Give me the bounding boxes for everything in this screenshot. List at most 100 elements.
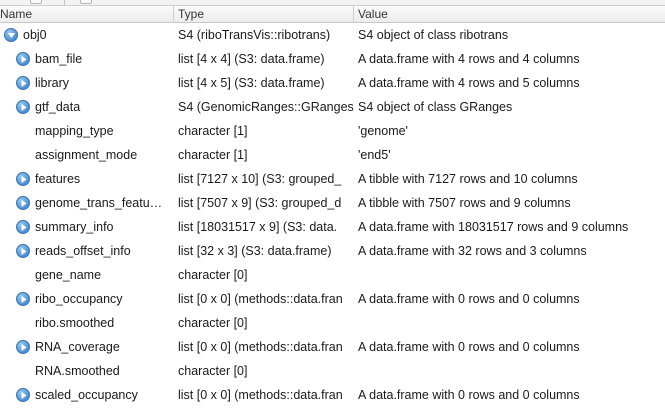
- name-cell: ribo_occupancy: [0, 287, 174, 311]
- name-cell: obj0: [0, 23, 174, 47]
- name-cell: mapping_type: [0, 119, 174, 143]
- type-cell: list [4 x 5] (S3: data.frame): [178, 76, 325, 90]
- type-cell: list [18031517 x 9] (S3: data.: [178, 220, 338, 234]
- value-cell: 'genome': [358, 124, 408, 138]
- type-cell: character [1]: [178, 148, 248, 162]
- object-name: assignment_mode: [35, 148, 138, 162]
- tree-row[interactable]: genome_trans_featu… list [7507 x 9] (S3: …: [0, 191, 665, 215]
- name-cell: features: [0, 167, 174, 191]
- type-cell: list [0 x 0] (methods::data.fran: [178, 292, 343, 306]
- object-name: RNA.smoothed: [35, 364, 120, 378]
- toolbar-button[interactable]: [80, 0, 92, 4]
- tree-row[interactable]: library list [4 x 5] (S3: data.frame) A da…: [0, 71, 665, 95]
- tree-row[interactable]: bam_file list [4 x 4] (S3: data.frame) A d…: [0, 47, 665, 71]
- collapsed-arrow-icon[interactable]: [16, 196, 30, 210]
- expanded-arrow-icon[interactable]: [4, 28, 18, 42]
- collapsed-arrow-icon[interactable]: [16, 100, 30, 114]
- value-cell: A data.frame with 0 rows and 0 columns: [358, 388, 580, 402]
- name-cell: library: [0, 71, 174, 95]
- collapsed-arrow-icon[interactable]: [16, 220, 30, 234]
- object-name: mapping_type: [35, 124, 114, 138]
- column-header-type[interactable]: Type: [174, 6, 354, 23]
- toolbar-button[interactable]: [30, 0, 42, 4]
- object-name: obj0: [23, 28, 47, 42]
- name-cell: reads_offset_info: [0, 239, 174, 263]
- value-cell: A data.frame with 0 rows and 0 columns: [358, 340, 580, 354]
- type-cell: list [7507 x 9] (S3: grouped_d: [178, 196, 342, 210]
- name-cell: assignment_mode: [0, 143, 174, 167]
- value-cell: A data.frame with 4 rows and 5 columns: [358, 76, 580, 90]
- column-header-name[interactable]: Name: [0, 6, 174, 23]
- value-cell: A data.frame with 0 rows and 0 columns: [358, 292, 580, 306]
- tree-row[interactable]: gtf_data S4 (GenomicRanges::GRanges S4 obj…: [0, 95, 665, 119]
- name-cell: gene_name: [0, 263, 174, 287]
- tree-row[interactable]: summary_info list [18031517 x 9] (S3: dat…: [0, 215, 665, 239]
- collapsed-arrow-icon[interactable]: [16, 388, 30, 402]
- object-name: bam_file: [35, 52, 83, 66]
- object-name: ribo_occupancy: [35, 292, 123, 306]
- tree-row[interactable]: scaled_occupancy list [0 x 0] (methods::d…: [0, 383, 665, 407]
- object-name: ribo.smoothed: [35, 316, 115, 330]
- column-header-value[interactable]: Value: [358, 7, 388, 21]
- collapsed-arrow-icon[interactable]: [16, 52, 30, 66]
- collapsed-arrow-icon[interactable]: [16, 340, 30, 354]
- type-cell: list [7127 x 10] (S3: grouped_: [178, 172, 342, 186]
- tree-row[interactable]: features list [7127 x 10] (S3: grouped_ A …: [0, 167, 665, 191]
- name-cell: scaled_occupancy: [0, 383, 174, 407]
- value-cell: [354, 359, 665, 383]
- tree-row[interactable]: RNA.smoothed character [0]: [0, 359, 665, 383]
- value-cell: A data.frame with 4 rows and 4 columns: [358, 52, 580, 66]
- type-cell: S4 (GenomicRanges::GRanges: [178, 100, 354, 114]
- type-cell: character [0]: [178, 268, 248, 282]
- collapsed-arrow-icon[interactable]: [16, 76, 30, 90]
- object-name: RNA_coverage: [35, 340, 120, 354]
- tree-row[interactable]: mapping_type character [1] 'genome': [0, 119, 665, 143]
- object-name: library: [35, 76, 70, 90]
- tree-row[interactable]: RNA_coverage list [0 x 0] (methods::data.…: [0, 335, 665, 359]
- name-cell: summary_info: [0, 215, 174, 239]
- value-cell: S4 object of class ribotrans: [358, 28, 509, 42]
- value-cell: A tibble with 7507 rows and 9 columns: [358, 196, 571, 210]
- value-cell: [354, 263, 665, 287]
- collapsed-arrow-icon[interactable]: [16, 292, 30, 306]
- type-cell: character [0]: [178, 364, 248, 378]
- value-cell: S4 object of class GRanges: [358, 100, 513, 114]
- name-cell: ribo.smoothed: [0, 311, 174, 335]
- tree-row[interactable]: obj0 S4 (riboTransVis::ribotrans) S4 objec…: [0, 23, 665, 47]
- object-name: features: [35, 172, 81, 186]
- toolbar: [0, 0, 665, 6]
- name-cell: genome_trans_featu…: [0, 191, 174, 215]
- tree-row[interactable]: ribo.smoothed character [0]: [0, 311, 665, 335]
- type-cell: list [4 x 4] (S3: data.frame): [178, 52, 325, 66]
- collapsed-arrow-icon[interactable]: [16, 172, 30, 186]
- tree-row[interactable]: gene_name character [0]: [0, 263, 665, 287]
- object-name: genome_trans_featu…: [35, 196, 163, 210]
- object-name: scaled_occupancy: [35, 388, 138, 402]
- type-cell: list [32 x 3] (S3: data.frame): [178, 244, 332, 258]
- tree-row[interactable]: assignment_mode character [1] 'end5': [0, 143, 665, 167]
- name-cell: gtf_data: [0, 95, 174, 119]
- tree-row[interactable]: reads_offset_info list [32 x 3] (S3: data…: [0, 239, 665, 263]
- collapsed-arrow-icon[interactable]: [16, 244, 30, 258]
- tree-row[interactable]: ribo_occupancy list [0 x 0] (methods::dat…: [0, 287, 665, 311]
- name-cell: bam_file: [0, 47, 174, 71]
- object-name: summary_info: [35, 220, 114, 234]
- name-cell: RNA_coverage: [0, 335, 174, 359]
- value-cell: 'end5': [358, 148, 391, 162]
- toolbar-separator: [64, 0, 65, 5]
- object-name: gtf_data: [35, 100, 81, 114]
- type-cell: list [0 x 0] (methods::data.fran: [178, 340, 343, 354]
- value-cell: A tibble with 7127 rows and 10 columns: [358, 172, 578, 186]
- type-cell: S4 (riboTransVis::ribotrans): [178, 28, 331, 42]
- column-header-row: Name Type Value: [0, 6, 665, 23]
- value-cell: A data.frame with 32 rows and 3 columns: [358, 244, 587, 258]
- type-cell: character [0]: [178, 316, 248, 330]
- value-cell: A data.frame with 18031517 rows and 9 co…: [358, 220, 629, 234]
- value-cell: [354, 311, 665, 335]
- type-cell: character [1]: [178, 124, 248, 138]
- type-cell: list [0 x 0] (methods::data.fran: [178, 388, 343, 402]
- object-name: reads_offset_info: [35, 244, 131, 258]
- name-cell: RNA.smoothed: [0, 359, 174, 383]
